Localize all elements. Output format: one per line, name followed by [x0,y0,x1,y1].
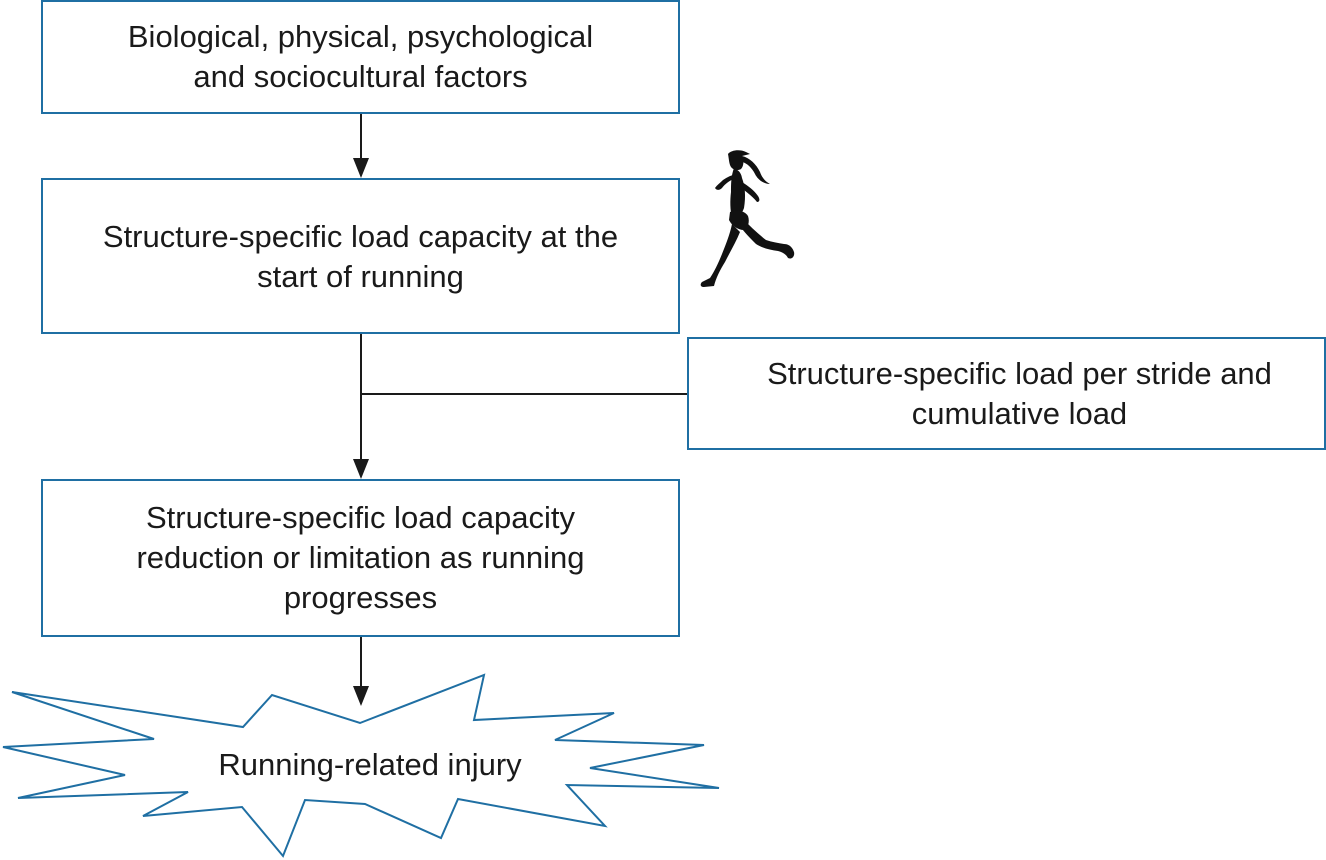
node-load-stride-line1: Structure-specific load per stride and [767,355,1272,391]
node-load-stride-line2: cumulative load [911,395,1128,431]
node-factors: Biological, physical, psychological and … [41,0,680,114]
node-capacity-reduction-line1: Structure-specific load capacity [145,500,576,535]
node-capacity-reduction-line3: progresses [283,580,438,615]
node-capacity-reduction-line2: reduction or limitation as running [136,540,585,575]
node-load-stride: Structure-specific load per stride and c… [687,337,1326,450]
node-factors-line1: Biological, physical, psychological [127,19,594,54]
node-capacity-reduction: Structure-specific load capacity reducti… [41,479,680,637]
node-injury-label: Running-related injury [218,747,522,782]
node-capacity-start: Structure-specific load capacity at the … [41,178,680,334]
node-factors-line2: and sociocultural factors [193,59,528,94]
arrowhead-injury [353,686,369,706]
runner-figure [700,150,795,287]
node-capacity-start-line2: start of running [257,259,464,294]
arrowhead-capacity-reduction [353,459,369,479]
arrowhead-capacity-start [353,158,369,178]
node-capacity-start-line1: Structure-specific load capacity at the [102,219,619,254]
running-woman-silhouette-icon [700,150,795,287]
starburst-shape [2,673,720,858]
